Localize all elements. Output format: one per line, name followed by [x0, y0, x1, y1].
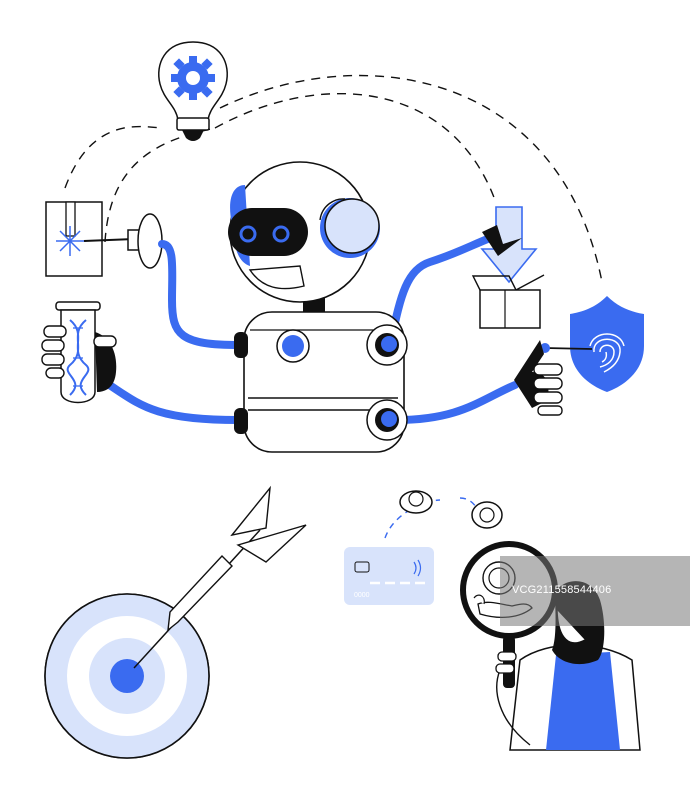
coins-card-icon — [344, 490, 503, 605]
laser-panel-icon — [45, 201, 163, 277]
robot-head — [228, 161, 380, 314]
robot-arms — [104, 234, 519, 424]
watermark-banner — [500, 556, 690, 626]
security-shield-icon — [540, 296, 644, 392]
robot-hand-icon — [514, 340, 563, 416]
delivery-box-icon — [471, 206, 545, 329]
watermark-text: VCG211558544406 — [512, 584, 612, 596]
target-dart-icon — [44, 485, 307, 759]
dashed-arcs — [64, 74, 603, 283]
credit-card-number: 0000 — [354, 592, 370, 599]
lightbulb-gear-icon — [158, 41, 228, 141]
robot-body — [234, 311, 408, 453]
dna-test-tube-icon — [41, 301, 117, 404]
